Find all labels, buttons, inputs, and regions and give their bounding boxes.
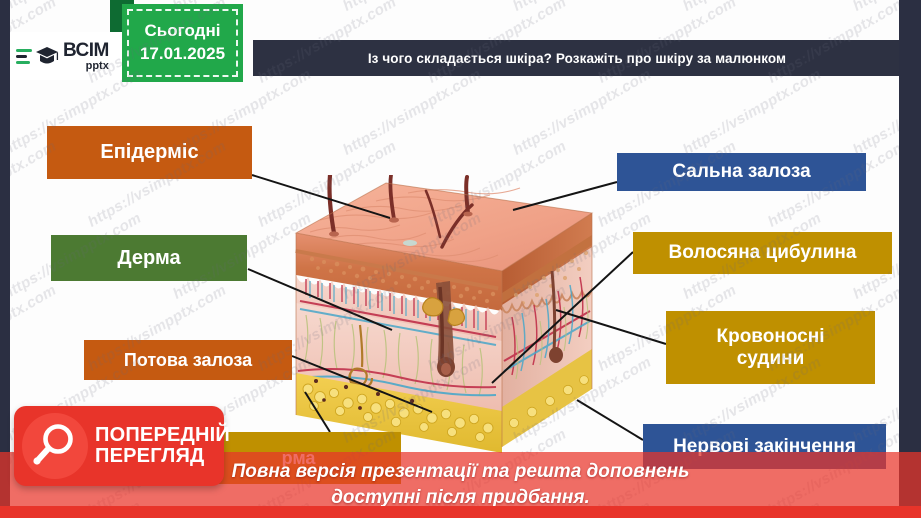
right-edge-strip: [899, 0, 921, 518]
watermark-text: https://vsimpptx.com: [680, 0, 824, 15]
bottom-stripe: [0, 506, 921, 518]
watermark-text: https://vsimpptx.com: [680, 65, 825, 159]
brand-logo: ВСІМ pptx: [10, 32, 130, 80]
label-epidermis-text: Епідерміс: [100, 141, 199, 163]
label-blood-vessels: Кровоносні судини: [666, 311, 875, 384]
watermark-text: https://vsimpptx.com: [340, 65, 485, 159]
label-derma-text: Дерма: [117, 246, 181, 269]
label-blood-vessels-line2: судини: [736, 347, 805, 369]
logo-main-text: ВСІМ: [63, 39, 109, 61]
preview-badge-line2: ПЕРЕГЛЯД: [95, 445, 205, 467]
preview-badge-line1: ПОПЕРЕДНІЙ: [95, 423, 230, 446]
label-sweat-gland: Потова залоза: [84, 340, 292, 380]
label-derma: Дерма: [51, 235, 247, 281]
preview-notice-line1: Повна версія презентації та решта доповн…: [231, 461, 690, 483]
date-badge-date: 17.01.2025: [139, 44, 226, 63]
watermark-text: https://vsimpptx.com: [340, 0, 484, 15]
page-title: Із чого складається шкіра? Розкажіть про…: [367, 50, 787, 66]
logo-speed-lines-icon: [16, 48, 32, 64]
date-badge: Сьогодні 17.01.2025: [122, 4, 243, 82]
left-edge-strip: [0, 0, 10, 518]
watermark-text: https://vsimpptx.com: [510, 65, 655, 159]
label-blood-vessels-line1: Кровоносні: [716, 325, 825, 347]
logo-sub-text: pptx: [85, 59, 109, 72]
watermark-text: https://vsimpptx.com: [510, 0, 654, 15]
label-sebaceous-gland-text: Сальна залоза: [672, 161, 811, 183]
label-hair-bulb-text: Волосяна цибулина: [668, 242, 857, 264]
label-sebaceous-gland: Сальна залоза: [617, 153, 866, 191]
graduation-cap-icon: [34, 43, 60, 69]
preview-badge-text: ПОПЕРЕДНІЙ ПЕРЕГЛЯД: [95, 423, 230, 467]
date-badge-caption: Сьогодні: [144, 21, 221, 41]
preview-badge: ПОПЕРЕДНІЙ ПЕРЕГЛЯД: [14, 406, 230, 486]
magnifier-icon: [22, 413, 88, 479]
label-sweat-gland-text: Потова залоза: [123, 349, 253, 370]
slide-title-bar: Із чого складається шкіра? Розкажіть про…: [253, 40, 901, 76]
skin-cross-section-diagram: [290, 175, 598, 460]
label-hair-bulb: Волосяна цибулина: [633, 232, 892, 274]
label-epidermis: Епідерміс: [47, 126, 252, 179]
preview-notice-line2: доступні після придбання.: [331, 486, 590, 508]
label-nerve-endings-text: Нервові закінчення: [673, 435, 856, 457]
logo-wordmark: ВСІМ pptx: [63, 41, 109, 72]
